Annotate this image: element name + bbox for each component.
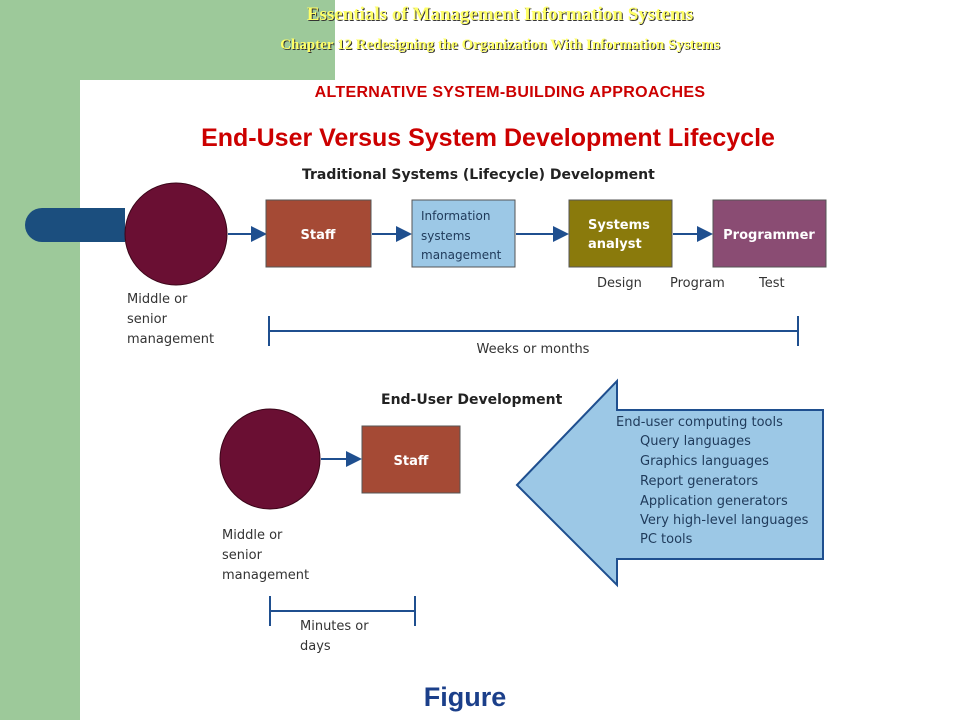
slide-title: End-User Versus System Development Lifec… <box>201 124 775 152</box>
timeline-2-line-2: days <box>300 639 331 654</box>
phase-test: Test <box>758 276 785 291</box>
tool-item-3: Report generators <box>640 474 758 489</box>
staff-box-1-label: Staff <box>301 228 336 243</box>
systems-analyst-box <box>568 199 673 268</box>
info-box-line-3: management <box>421 248 502 262</box>
programmer-box <box>712 199 827 268</box>
tools-heading: End-user computing tools <box>616 415 783 430</box>
enduser-title: End-User Development <box>381 392 563 408</box>
section-title: ALTERNATIVE SYSTEM-BUILDING APPROACHES <box>314 84 706 101</box>
header-subtitle: Chapter 12 Redesigning the Organization … <box>280 37 720 53</box>
actor-1-line-3: management <box>127 332 214 347</box>
header-title: Essentials of Management Information Sys… <box>306 4 694 25</box>
timeline-2-line-1: Minutes or <box>300 619 369 634</box>
traditional-title: Traditional Systems (Lifecycle) Developm… <box>302 167 655 183</box>
content-panel <box>80 80 960 720</box>
phase-design: Design <box>597 276 642 291</box>
staff-box-2-label: Staff <box>394 454 429 469</box>
info-box-line-2: systems <box>421 229 471 243</box>
staff-box-1 <box>265 199 372 268</box>
tool-item-5: Very high-level languages <box>640 513 809 528</box>
tool-item-6: PC tools <box>640 532 693 547</box>
top-green-banner <box>0 0 335 80</box>
actor-1-line-1: Middle or <box>127 292 188 307</box>
slide-tab-marker <box>25 208 125 242</box>
info-box-line-1: Information <box>421 209 490 223</box>
tool-item-1: Query languages <box>640 434 751 449</box>
left-green-sidebar <box>0 0 80 720</box>
info-systems-box <box>411 199 516 268</box>
analyst-line-2: analyst <box>588 237 642 252</box>
tool-item-2: Graphics languages <box>640 454 769 469</box>
phase-program: Program <box>670 276 725 291</box>
figure-label: Figure <box>423 682 507 712</box>
actor-1-line-2: senior <box>127 312 168 327</box>
staff-box-2 <box>361 425 461 494</box>
tool-item-4: Application generators <box>640 494 788 509</box>
actor-2-line-3: management <box>222 568 309 583</box>
management-circle-2 <box>219 408 321 510</box>
programmer-label: Programmer <box>723 228 815 243</box>
actor-2-line-2: senior <box>222 548 263 563</box>
analyst-line-1: Systems <box>588 218 650 233</box>
management-circle-1 <box>124 182 228 286</box>
timeline-1-label: Weeks or months <box>477 342 590 357</box>
actor-2-line-1: Middle or <box>222 528 283 543</box>
tools-arrow-shape <box>515 378 824 588</box>
